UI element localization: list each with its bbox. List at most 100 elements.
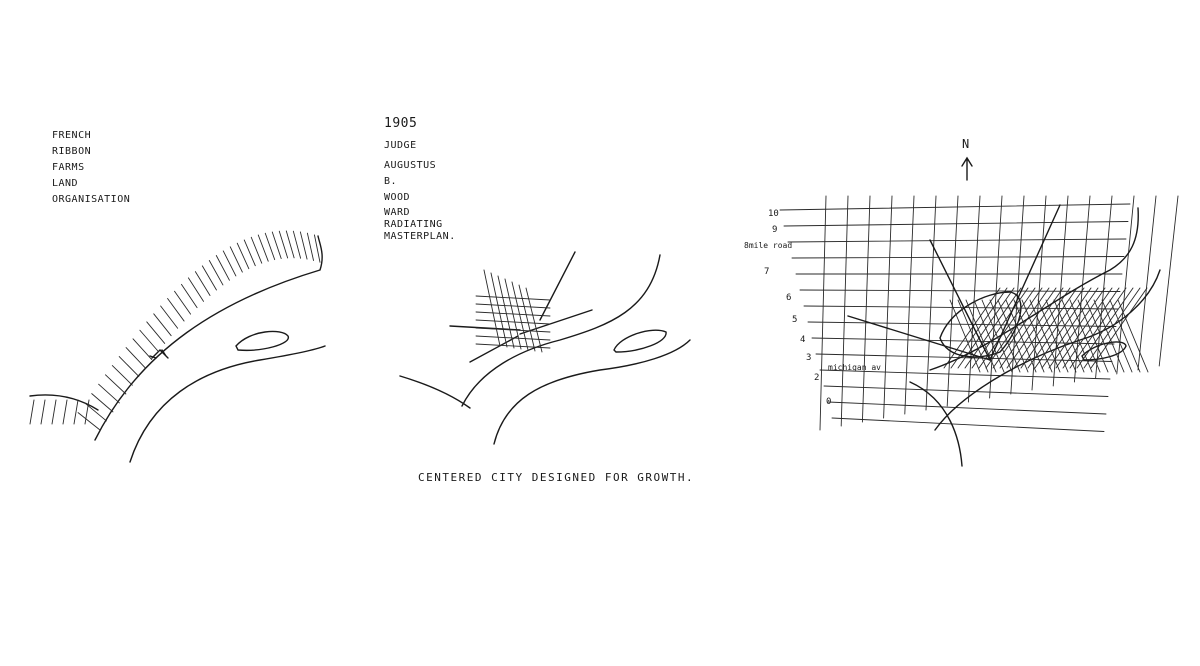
grid-street bbox=[925, 195, 937, 411]
grid-street bbox=[1073, 195, 1091, 383]
grid-street bbox=[475, 311, 551, 317]
core-hatch-stroke bbox=[985, 287, 1043, 369]
grid-street bbox=[475, 303, 551, 309]
ribbon-farm-stroke bbox=[278, 230, 289, 259]
riverbank-curve bbox=[909, 381, 963, 467]
ribbon-farm-stroke bbox=[77, 412, 101, 431]
ribbon-farm-stroke bbox=[160, 305, 179, 329]
street-grid bbox=[779, 195, 1179, 432]
diagonal-avenue bbox=[847, 315, 991, 361]
core-hatch-stroke bbox=[1013, 299, 1045, 373]
ribbon-farm-stroke bbox=[91, 393, 114, 413]
ribbon-farm-stroke bbox=[229, 246, 243, 273]
radiating-avenue bbox=[539, 251, 576, 321]
ribbon-farm-stroke bbox=[73, 399, 79, 425]
ribbon-farm-stroke bbox=[132, 338, 153, 361]
ribbon-farm-stroke bbox=[118, 356, 140, 377]
ribbon-farm-stroke bbox=[271, 231, 282, 259]
core-hatch-stroke bbox=[1021, 299, 1053, 373]
core-hatch-stroke bbox=[1041, 287, 1099, 369]
panel1-note-line: LAND bbox=[52, 178, 79, 189]
core-hatch-stroke bbox=[1109, 299, 1141, 373]
island bbox=[235, 330, 289, 352]
core-hatch-stroke bbox=[1062, 287, 1120, 369]
grid-street bbox=[840, 195, 849, 427]
core-hatch-stroke bbox=[1090, 287, 1148, 369]
river-bank-south bbox=[129, 345, 326, 463]
panel1-note-line: FARMS bbox=[52, 162, 85, 173]
grid-street bbox=[946, 195, 959, 407]
island bbox=[613, 329, 667, 353]
ribbon-farms-hatching bbox=[29, 230, 321, 431]
grid-street bbox=[904, 195, 915, 415]
ribbon-farm-stroke bbox=[84, 399, 90, 425]
core-hatch-stroke bbox=[1045, 299, 1077, 373]
core-hatch-stroke bbox=[957, 299, 989, 373]
core-hatch-stroke bbox=[1053, 299, 1085, 373]
panel2-note-line: RADIATING bbox=[384, 219, 443, 230]
grid-street bbox=[787, 238, 1127, 243]
panel1-notes: FRENCH RIBBON FARMS LAND ORGANISATION bbox=[52, 128, 130, 208]
grid-street bbox=[807, 321, 1117, 327]
grid-street bbox=[1010, 195, 1025, 395]
river-bank-north bbox=[94, 235, 323, 441]
ribbon-farm-stroke bbox=[306, 232, 314, 261]
grid-street bbox=[475, 327, 551, 333]
north-label: N bbox=[962, 137, 969, 151]
panel1-note-line: RIBBON bbox=[52, 146, 92, 157]
ribbon-farm-stroke bbox=[313, 234, 321, 263]
grid-street bbox=[475, 295, 551, 301]
core-hatch-stroke bbox=[1037, 299, 1069, 373]
grid-street bbox=[831, 417, 1105, 432]
ribbon-farm-stroke bbox=[292, 230, 302, 259]
diagonal-avenue bbox=[989, 204, 1061, 361]
road-label: 8mile road bbox=[744, 241, 792, 250]
street-number: 2 bbox=[814, 373, 819, 383]
grid-street bbox=[819, 195, 827, 431]
core-hatch-stroke bbox=[949, 299, 981, 373]
core-hatch-stroke bbox=[1061, 299, 1093, 373]
street-number: 7 bbox=[764, 267, 769, 277]
street-number: 10 bbox=[768, 209, 779, 219]
panel2-note-line: JUDGE bbox=[384, 140, 417, 151]
panel2-note-line: WARD bbox=[384, 207, 411, 218]
grid-street bbox=[883, 195, 893, 419]
core-hatch-stroke bbox=[965, 299, 997, 373]
grid-street bbox=[823, 385, 1109, 397]
ribbon-farm-stroke bbox=[174, 290, 192, 315]
panel2-note-line: B. bbox=[384, 176, 398, 187]
panel2-notes: 1905 JUDGE AUGUSTUS B. WOOD WARD RADIATI… bbox=[384, 116, 456, 243]
grid-street bbox=[1116, 195, 1135, 375]
road-label: michigan av bbox=[828, 363, 881, 372]
core-hatch-stroke bbox=[1077, 299, 1109, 373]
ribbon-farm-stroke bbox=[51, 399, 57, 425]
street-number: 6 bbox=[786, 293, 791, 303]
core-hatch-stroke bbox=[950, 287, 1008, 369]
ribbon-farm-stroke bbox=[215, 255, 230, 281]
panel1-sketch bbox=[29, 230, 326, 463]
diagonal-avenue bbox=[929, 239, 991, 361]
ribbon-farm-stroke bbox=[194, 271, 211, 296]
ribbon-farm-stroke bbox=[111, 365, 133, 386]
panel2-note-line: WOOD bbox=[384, 192, 411, 203]
core-hatch-stroke bbox=[992, 287, 1050, 369]
core-hatch-stroke bbox=[1006, 287, 1064, 369]
grid-street bbox=[1137, 195, 1157, 371]
panel2-note-line: MASTERPLAN. bbox=[384, 231, 456, 242]
grid-street bbox=[783, 221, 1129, 227]
grid-street bbox=[490, 272, 508, 348]
core-hatch-stroke bbox=[981, 299, 1013, 373]
building-mark bbox=[149, 349, 169, 359]
core-hatch-stroke bbox=[1101, 299, 1133, 373]
grid-street bbox=[967, 195, 981, 403]
north-arrow: N bbox=[961, 137, 973, 181]
grid-street bbox=[475, 319, 551, 325]
radiating-avenue bbox=[519, 309, 593, 335]
street-number: 3 bbox=[806, 353, 811, 363]
core-hatch-stroke bbox=[1117, 299, 1149, 373]
ribbon-farm-stroke bbox=[243, 239, 256, 267]
core-hatch-stroke bbox=[1085, 299, 1117, 373]
ribbon-farm-stroke bbox=[40, 399, 46, 425]
river-bank-north bbox=[461, 254, 661, 407]
ribbon-farm-stroke bbox=[125, 347, 146, 369]
